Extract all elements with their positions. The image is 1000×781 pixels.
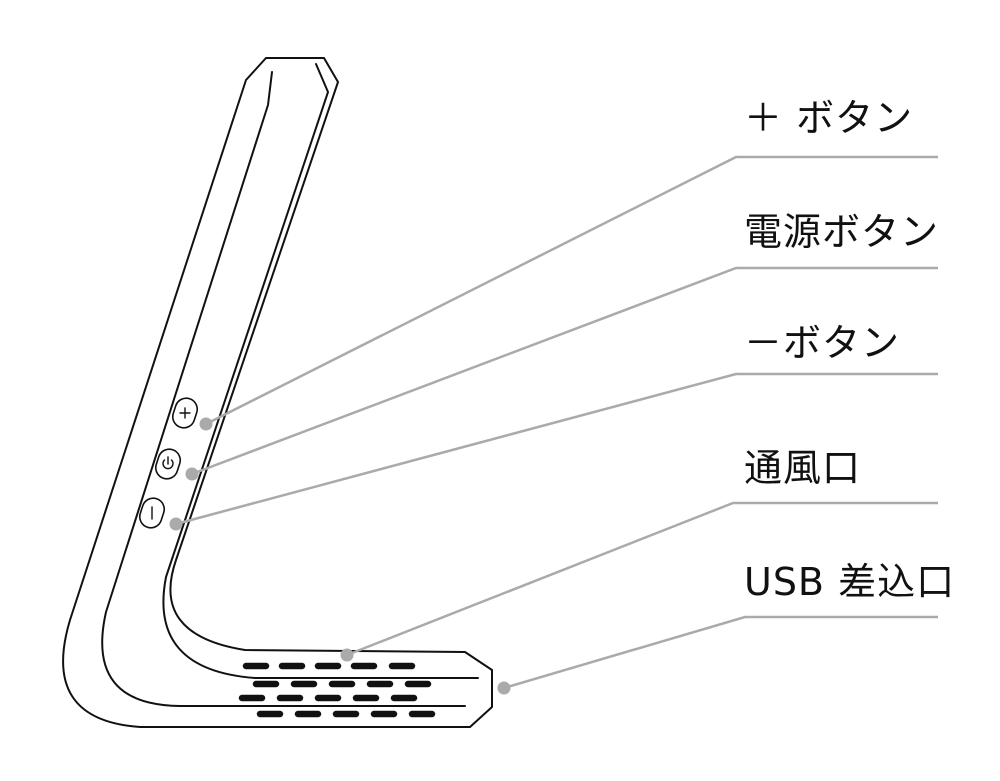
plus-button[interactable] bbox=[170, 395, 200, 430]
leader-plus bbox=[199, 155, 938, 431]
device-back-edge bbox=[162, 63, 479, 679]
vent-grille bbox=[238, 662, 436, 718]
device-outline bbox=[62, 57, 493, 728]
device-inner-edge bbox=[101, 71, 466, 707]
label-minus-button: －ボタン bbox=[744, 321, 900, 365]
label-usb-port: USB 差込口 bbox=[744, 560, 955, 604]
minus-button[interactable] bbox=[137, 495, 167, 530]
power-icon bbox=[162, 456, 174, 470]
label-power-button: 電源ボタン bbox=[744, 210, 939, 254]
leader-minus bbox=[169, 372, 938, 531]
label-plus-button: ＋ ボタン bbox=[744, 96, 913, 140]
power-button[interactable] bbox=[153, 446, 183, 481]
leader-usb bbox=[497, 615, 938, 695]
label-vent: 通風口 bbox=[744, 446, 861, 490]
leader-vent bbox=[340, 501, 938, 662]
leader-power bbox=[185, 266, 938, 481]
plus-icon bbox=[179, 407, 191, 419]
